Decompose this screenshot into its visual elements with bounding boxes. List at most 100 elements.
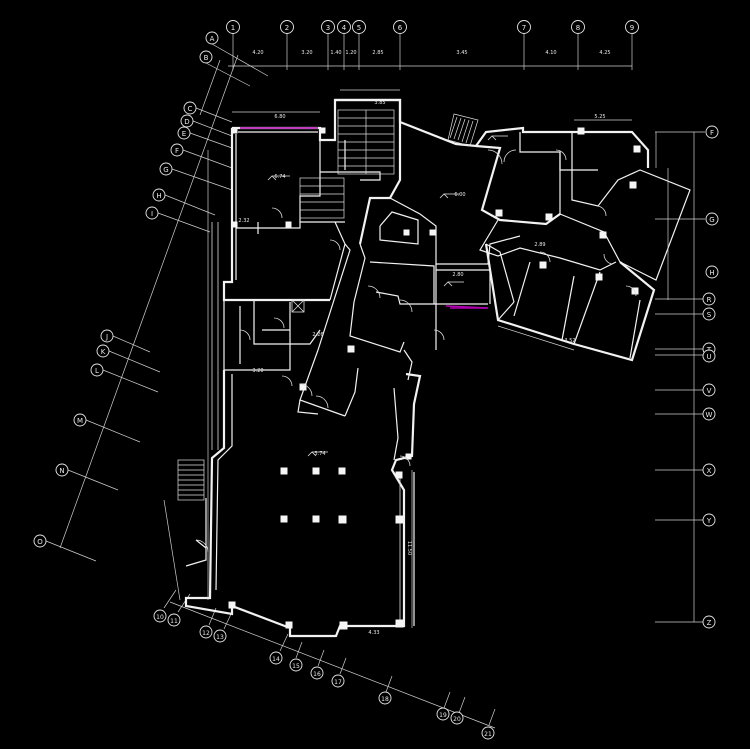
top-dim-2: 3.20 [301,50,312,56]
stair-core [337,109,395,175]
bottom-grid-leaders [163,589,496,726]
grid-bubble-7 [517,20,531,34]
room-level-2: 6.00 [454,192,465,198]
grid-label-13: 13 [216,634,224,641]
grid-label-9: 9 [630,24,634,32]
grid-label-14: 14 [272,656,280,663]
stair-flights [177,109,479,501]
grid-bubble-right-Z [702,615,716,629]
grid-label-21: 21 [484,731,492,738]
grid-label-3: 3 [326,24,330,32]
room-dim-8: 3.85 [374,100,385,106]
grid-label-left-L: L [95,367,99,375]
grid-label-16: 16 [313,671,321,678]
grid-label-right-G: G [709,216,714,224]
level-marker-3 [443,281,464,287]
grid-bubble-10 [153,609,167,623]
grid-label-4: 4 [342,24,347,32]
top-dim-3: 1.40 [330,50,341,56]
grid-label-B: B [204,54,209,62]
door-swings [239,149,637,467]
grid-bubble-19 [436,707,450,721]
grid-label-19: 19 [439,712,447,719]
left-grid-leaders [45,107,233,562]
grid-bubble-right-X [702,463,716,477]
grid-bubble-21 [481,726,495,740]
room-dim-11: 3.52 [564,338,575,344]
grid-bubble-right-H [705,265,719,279]
grid-bubble-11 [167,613,181,627]
grid-label-left-O: O [37,538,43,546]
grid-bubble-right-U [702,349,716,363]
grid-bubble-right-W [702,407,716,421]
grid-label-right-Y: Y [706,517,712,525]
room-level-3: 3.74 [314,451,325,457]
grid-label-10: 10 [156,614,164,621]
grid-label-20: 20 [453,716,461,723]
grid-label-17: 17 [334,679,342,686]
grid-bubble-9 [625,20,639,34]
room-level-1: 6.74 [274,174,285,180]
room-dim-2: 5.25 [594,114,605,120]
building-walls [184,98,691,638]
level-marker-5 [487,135,508,141]
grid-label-11: 11 [170,618,178,625]
grid-bubble-20 [450,711,464,725]
grid-label-right-U: U [706,353,711,361]
grid-label-left-J: J [105,333,108,341]
grid-bubble-14 [269,651,283,665]
grid-label-right-S: S [707,311,712,319]
grid-bubble-right-G [705,212,719,226]
level-markers [267,135,508,457]
right-grid-axis: F G H R S T U V W X Y Z [655,125,719,629]
grid-label-left-I: I [151,210,153,218]
grid-label-left-C: C [188,105,193,113]
grid-bubble-right-Y [702,513,716,527]
grid-label-1: 1 [231,24,235,32]
accent-lines [240,127,488,309]
room-labels: 6.80 6.74 5.25 2.32 3.20 2.26 4.33 6.00 … [238,100,605,636]
grid-label-2: 2 [285,24,289,32]
grid-label-6: 6 [398,24,403,32]
grid-bubble-5 [352,20,366,34]
grid-bubble-8 [571,20,585,34]
structural-columns [228,127,641,630]
top-dim-1: 4.20 [252,50,263,56]
grid-bubble-right-R [702,292,716,306]
grid-label-18: 18 [381,696,389,703]
level-marker-4 [307,451,328,457]
room-dim-1: 6.80 [274,114,285,120]
top-dim-7: 4.10 [545,50,556,56]
grid-bubble-4 [337,20,351,34]
grid-label-left-K: K [101,348,106,356]
grid-label-5: 5 [357,24,361,32]
level-marker-1 [267,175,290,181]
grid-label-right-R: R [707,296,712,304]
grid-label-right-H: H [709,269,714,277]
grid-bubble-right-S [702,307,716,321]
room-dim-6: 4.33 [368,630,379,636]
grid-label-left-N: N [59,467,64,475]
grid-bubble-1 [226,20,240,34]
grid-label-right-Z: Z [707,619,712,627]
grid-label-7: 7 [522,24,526,32]
grid-label-right-F: F [710,129,714,137]
grid-bubble-3 [321,20,335,34]
room-dim-5: 2.26 [312,332,323,338]
grid-bubble-right-V [702,383,716,397]
left-diagonal-axis: C D E F G H I J K L M N O [33,54,239,562]
grid-bubble-13 [213,629,227,643]
room-dim-9: 2.80 [452,272,463,278]
grid-label-left-F: F [175,147,179,155]
room-dim-10: 2.89 [534,242,545,248]
grid-bubble-17 [331,674,345,688]
top-dim-8: 4.25 [599,50,610,56]
stair-top-right [447,113,479,147]
grid-bubble-6 [393,20,407,34]
internal-dimension-lines [163,89,669,628]
grid-label-left-E: E [182,130,186,138]
top-dim-6: 3.45 [456,50,467,56]
room-dim-7: 11.50 [406,541,412,555]
grid-label-right-W: W [706,411,713,419]
